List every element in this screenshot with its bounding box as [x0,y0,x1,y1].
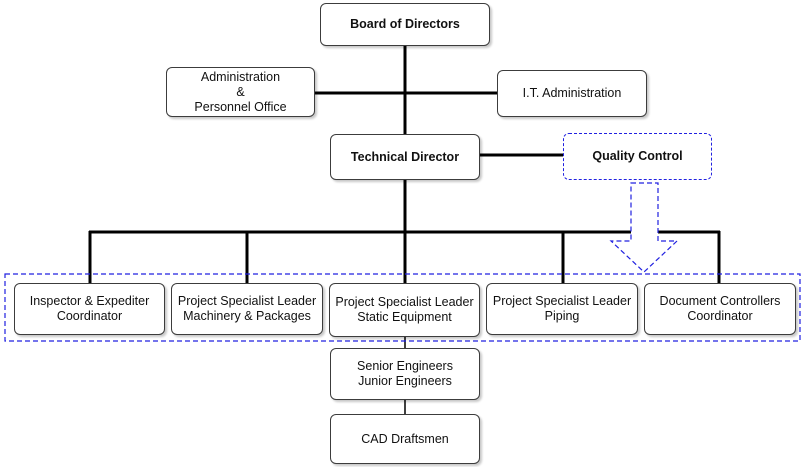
department-box-machinery: Project Specialist Leader Machinery & Pa… [171,283,323,335]
admin-office-label: Administration & Personnel Office [194,69,287,114]
it-administration-box: I.T. Administration [497,70,647,117]
technical-director-label: Technical Director [350,149,460,164]
admin-office-box: Administration & Personnel Office [166,67,315,117]
department-label: Inspector & Expediter Coordinator [29,294,150,323]
technical-director-box: Technical Director [330,134,480,180]
departments-group-outline [4,273,801,342]
department-label: Project Specialist Leader Static Equipme… [335,295,474,324]
quality-control-box: Quality Control [563,133,712,180]
department-label: Project Specialist Leader Machinery & Pa… [177,294,317,323]
department-box-inspector: Inspector & Expediter Coordinator [14,283,165,335]
cad-draftsmen-box: CAD Draftsmen [330,414,480,464]
board-of-directors-box: Board of Directors [320,3,490,46]
board-of-directors-label: Board of Directors [350,17,460,31]
department-label: Project Specialist Leader Piping [492,294,632,323]
department-box-static-equipment: Project Specialist Leader Static Equipme… [329,283,480,337]
quality-control-label: Quality Control [592,149,683,163]
cad-draftsmen-label: CAD Draftsmen [361,431,449,446]
engineers-label: Senior Engineers Junior Engineers [357,359,453,388]
department-box-piping: Project Specialist Leader Piping [486,283,638,335]
quality-arrow [609,182,679,273]
department-box-document-controllers: Document Controllers Coordinator [644,283,796,335]
engineers-box: Senior Engineers Junior Engineers [330,348,480,400]
it-administration-label: I.T. Administration [522,86,622,100]
department-label: Document Controllers Coordinator [659,294,781,323]
